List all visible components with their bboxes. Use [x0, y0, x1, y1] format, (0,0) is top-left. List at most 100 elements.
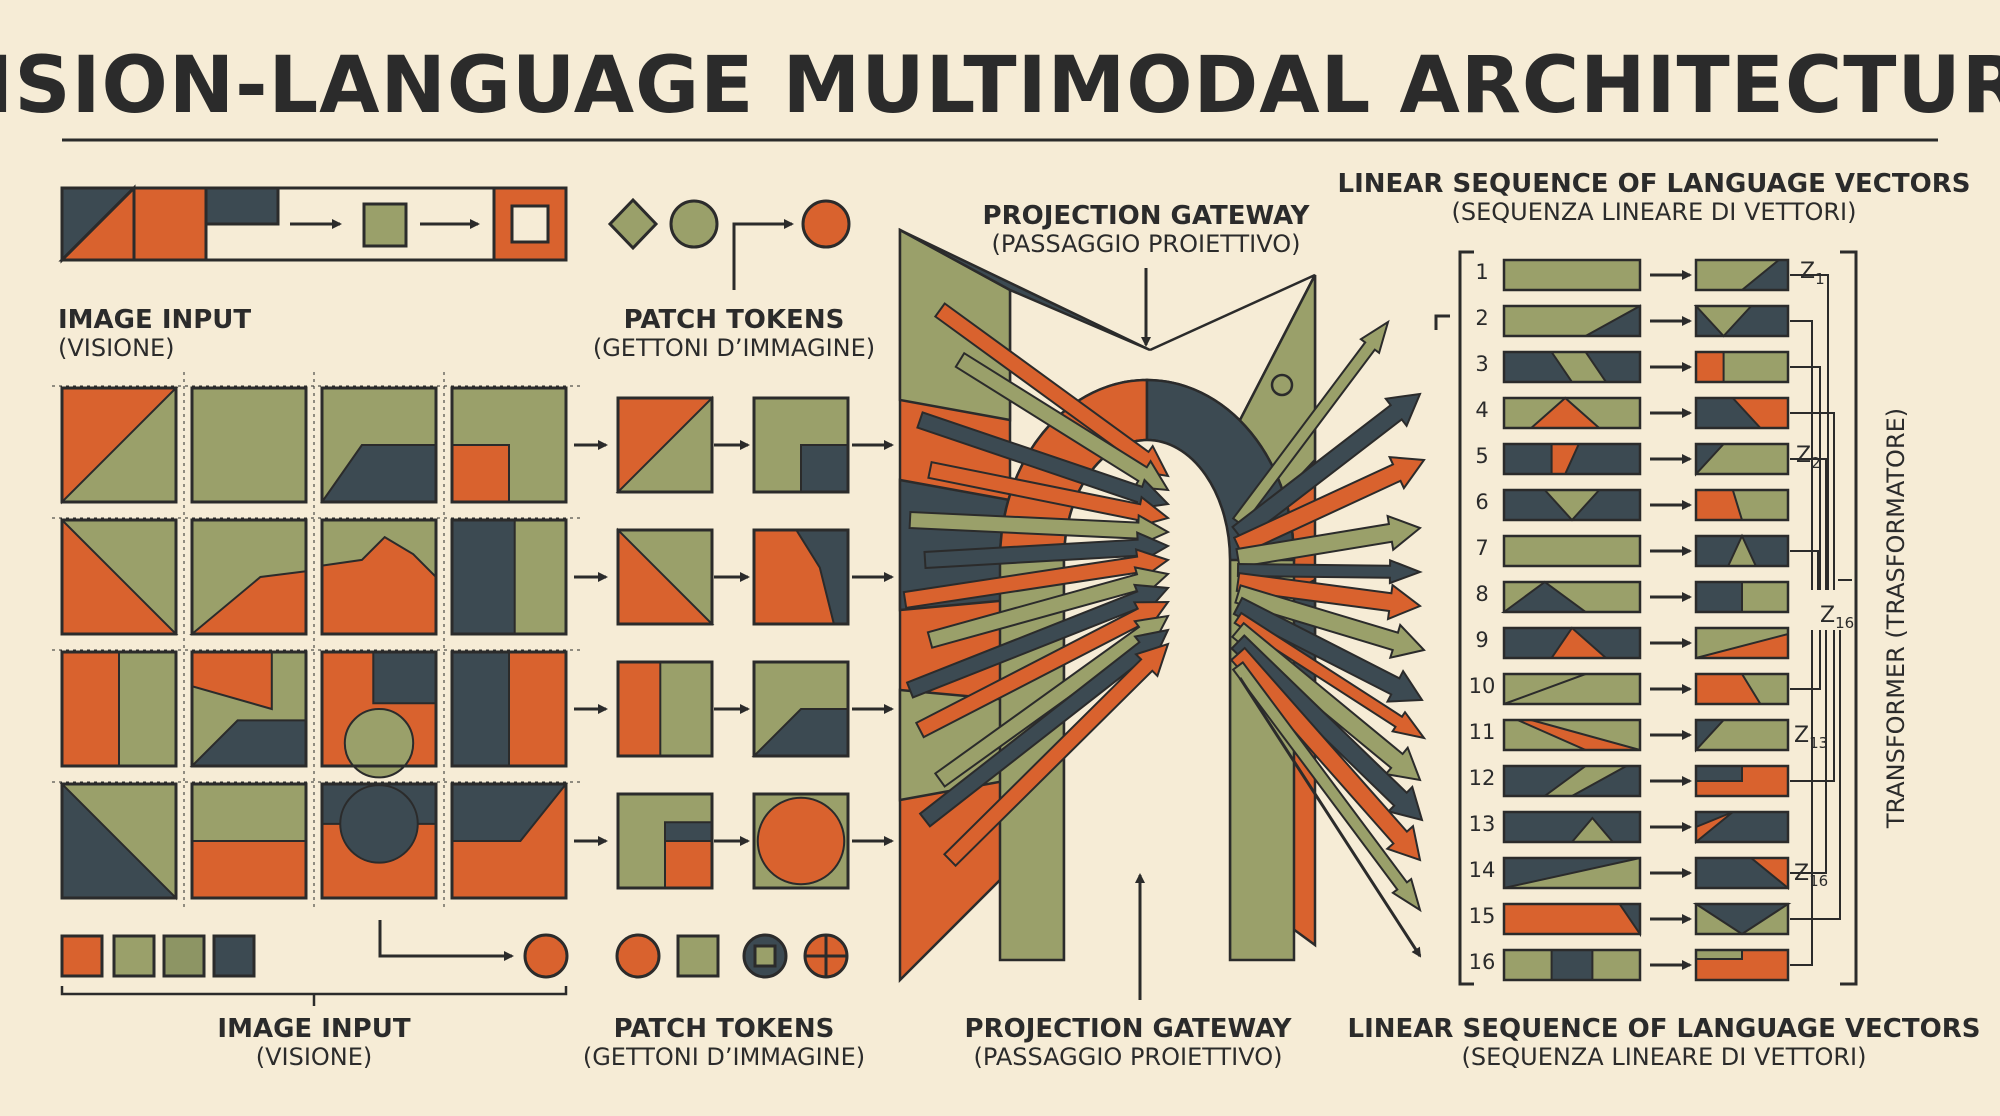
sequence-index: 15 [1469, 904, 1496, 928]
svg-text:(SEQUENZA LINEARE DI VETTORI): (SEQUENZA LINEARE DI VETTORI) [1462, 1043, 1867, 1071]
square-icon [676, 934, 720, 978]
diverging-arrow [1235, 571, 1423, 621]
diverging-arrow [1230, 621, 1422, 782]
bottom-swatches [60, 920, 569, 979]
diverging-arrow [1233, 611, 1427, 740]
image-patch [320, 650, 438, 779]
patch-token [751, 660, 850, 758]
diverging-arrow [1231, 392, 1422, 543]
patch-token [752, 396, 850, 494]
image-patch [60, 517, 179, 636]
language-vector [1502, 856, 1642, 890]
sequence-index: 9 [1475, 628, 1488, 652]
language-vector [1502, 626, 1642, 660]
output-vector [1694, 764, 1790, 798]
svg-text:(VISIONE): (VISIONE) [58, 334, 175, 362]
diverging-arrow [1234, 584, 1426, 660]
sequence-index: 12 [1469, 766, 1496, 790]
sequence-index: 3 [1475, 352, 1488, 376]
sequence-index: 6 [1475, 490, 1488, 514]
svg-text:PROJECTION GATEWAY: PROJECTION GATEWAY [965, 1014, 1293, 1044]
patch-token [616, 660, 714, 758]
sequence-index: 1 [1475, 260, 1488, 284]
image-patch [60, 386, 179, 505]
svg-text:(SEQUENZA LINEARE DI VETTORI): (SEQUENZA LINEARE DI VETTORI) [1452, 198, 1857, 226]
diverging-arrow [1230, 634, 1424, 822]
language-vector [1500, 580, 1642, 614]
sequence-label-bottom: LINEAR SEQUENCE OF LANGUAGE VECTORS (SEQ… [1348, 1014, 1981, 1071]
image-input-label-top: IMAGE INPUT (VISIONE) [58, 305, 251, 362]
svg-text:(PASSAGGIO PROIETTIVO): (PASSAGGIO PROIETTIVO) [992, 230, 1301, 258]
output-vector [1694, 350, 1790, 384]
svg-text:(GETTONI D’IMMAGINE): (GETTONI D’IMMAGINE) [593, 334, 875, 362]
output-vector [1694, 948, 1790, 982]
circle-icon [669, 199, 719, 249]
sequence-index: 5 [1475, 444, 1488, 468]
patch-token [615, 395, 714, 494]
image-patch [190, 782, 308, 900]
sequence-index: 8 [1475, 582, 1488, 606]
image-patch [190, 386, 308, 504]
image-patch [320, 518, 438, 636]
image-patch [450, 650, 568, 768]
page-title: VISION-LANGUAGE MULTIMODAL ARCHITECTURE [0, 41, 2000, 131]
language-vector [1502, 304, 1642, 338]
image-patch [450, 518, 568, 636]
sequence-index: 13 [1469, 812, 1496, 836]
sequence-index: 11 [1469, 720, 1496, 744]
image-input-label-bottom: IMAGE INPUT (VISIONE) [217, 1014, 410, 1071]
patch-token [616, 792, 714, 890]
output-vector [1694, 442, 1790, 477]
transformer-label: TRANSFORMER (TRASFORMATORE) [1882, 408, 1910, 829]
svg-text:(GETTONI D’IMMAGINE): (GETTONI D’IMMAGINE) [583, 1043, 865, 1071]
svg-text:IMAGE INPUT: IMAGE INPUT [58, 305, 251, 335]
z-label: Z1 [1800, 259, 1825, 288]
output-vector [1694, 672, 1790, 706]
language-vector [1502, 902, 1642, 938]
diverging-arrow [1229, 646, 1422, 862]
output-vector [1693, 304, 1790, 338]
image-patch [189, 518, 308, 636]
sequence-index: 4 [1475, 398, 1488, 422]
token-icons-bottom [615, 933, 849, 979]
patch-token-tiles [615, 395, 894, 890]
converging-arrow [954, 351, 1170, 492]
diverging-arrow [1235, 514, 1422, 569]
sample-strip [58, 184, 568, 264]
svg-text:IMAGE INPUT: IMAGE INPUT [217, 1014, 410, 1044]
output-vector [1694, 396, 1790, 430]
output-vector [1694, 856, 1790, 891]
sequence-index: 7 [1475, 536, 1488, 560]
image-patch [189, 650, 308, 768]
converging-arrows [902, 302, 1171, 868]
output-vector [1694, 488, 1790, 522]
sequence-index: 14 [1469, 858, 1496, 882]
svg-text:PROJECTION GATEWAY: PROJECTION GATEWAY [983, 201, 1311, 231]
language-vector [1502, 488, 1642, 522]
output-vector [1694, 533, 1790, 568]
z-label: Z16 [1820, 603, 1854, 632]
output-vector [1692, 902, 1792, 936]
svg-text:(PASSAGGIO PROIETTIVO): (PASSAGGIO PROIETTIVO) [974, 1043, 1283, 1071]
sequence-brackets [1434, 250, 1858, 986]
output-vector [1694, 810, 1790, 845]
image-patch [60, 650, 178, 768]
language-vector [1502, 258, 1642, 292]
diverging-arrow [1232, 455, 1426, 556]
language-vector [1502, 672, 1642, 706]
diverging-arrow [1238, 677, 1422, 958]
token-icons-top [607, 197, 851, 290]
patch-tokens-label-top: PATCH TOKENS (GETTONI D’IMMAGINE) [593, 305, 875, 362]
language-vector [1502, 350, 1642, 384]
output-vector [1694, 580, 1790, 614]
sequence-index: 16 [1469, 950, 1496, 974]
image-patch [450, 782, 569, 900]
sequence-label-top: LINEAR SEQUENCE OF LANGUAGE VECTORS (SEQ… [1338, 169, 1971, 226]
z-label: Z13 [1794, 723, 1828, 752]
image-patch-grid [52, 372, 608, 910]
language-vector [1502, 534, 1642, 568]
circle-icon [523, 933, 569, 979]
z-label: Z16 [1794, 861, 1828, 890]
